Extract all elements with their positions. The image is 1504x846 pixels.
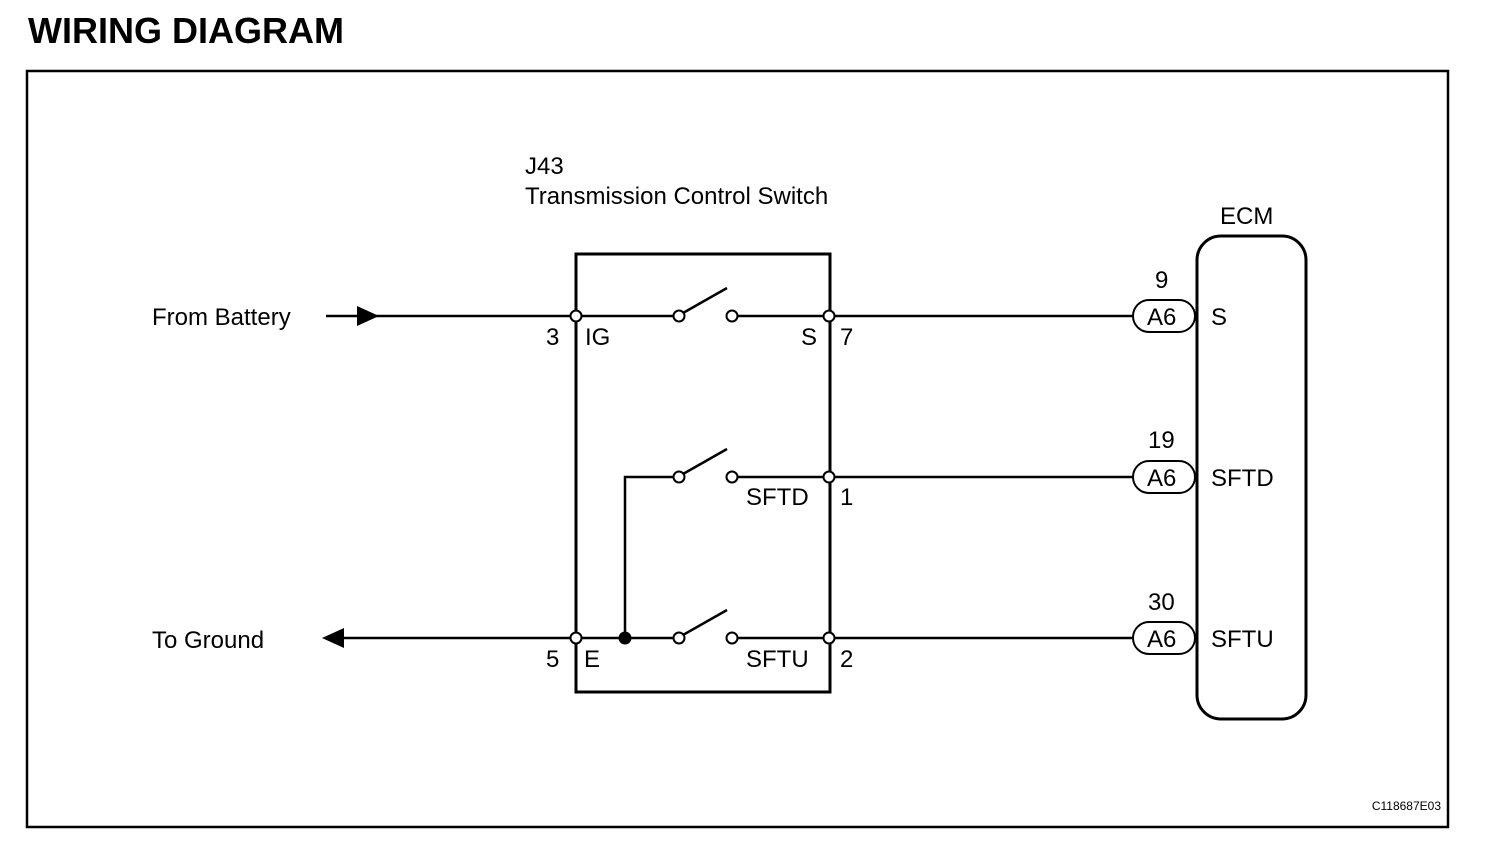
pin-number-s: 7 (840, 324, 853, 351)
switch-contact-ig-fixed (672, 309, 686, 323)
pin-name-sftu: SFTU (746, 646, 809, 673)
pin-name-e: E (584, 646, 600, 673)
pin-number-sftd: 1 (840, 484, 853, 511)
terminal-e (569, 631, 583, 645)
from-battery-label: From Battery (152, 304, 291, 331)
diagram-frame (25, 69, 1450, 829)
sftd-ground-branch-wire (623, 475, 674, 638)
pin-number-e: 5 (546, 646, 559, 673)
pin-number-ig: 3 (546, 324, 559, 351)
switch-code: J43 (525, 153, 564, 180)
figure-code: C118687E03 (1372, 799, 1441, 813)
ground-junction-dot (618, 631, 632, 645)
ecm-signal-sftd: SFTD (1211, 465, 1274, 492)
ecm-pin-number-sftd: 19 (1148, 427, 1175, 454)
pin-name-ig: IG (585, 324, 610, 351)
connector-a6-s-label: A6 (1147, 304, 1176, 331)
ground-output-arrow (322, 628, 344, 648)
connector-a6-sftu-label: A6 (1147, 626, 1176, 653)
ecm-signal-s: S (1211, 304, 1227, 331)
switch-body (574, 252, 832, 694)
ecm-pin-number-s: 9 (1155, 267, 1168, 294)
terminal-sftd (822, 470, 836, 484)
switch-blade-s (682, 286, 728, 315)
terminal-ig (569, 309, 583, 323)
switch-blade-sftu (682, 608, 728, 637)
to-ground-label: To Ground (152, 627, 264, 654)
pin-name-sftd: SFTD (746, 484, 809, 511)
switch-contact-sftd (725, 470, 739, 484)
ecm-body (1195, 234, 1308, 721)
switch-blade-sftd (682, 447, 728, 476)
connector-a6-sftu (1132, 621, 1196, 655)
switch-contact-sftu (725, 631, 739, 645)
connector-a6-sftd (1132, 460, 1196, 494)
connector-a6-s (1132, 299, 1196, 333)
ecm-pin-number-sftu: 30 (1148, 589, 1175, 616)
connector-a6-sftd-label: A6 (1147, 465, 1176, 492)
terminal-sftu (822, 631, 836, 645)
ecm-signal-sftu: SFTU (1211, 626, 1274, 653)
switch-contact-sftd-fixed (672, 470, 686, 484)
switch-name: Transmission Control Switch (525, 183, 828, 210)
battery-input-arrow (357, 306, 379, 326)
switch-contact-s (725, 309, 739, 323)
pin-name-s: S (801, 324, 817, 351)
ecm-label: ECM (1220, 203, 1273, 230)
pin-number-sftu: 2 (840, 646, 853, 673)
terminal-s (822, 309, 836, 323)
page-title: WIRING DIAGRAM (28, 10, 344, 51)
switch-contact-e-fixed (672, 631, 686, 645)
